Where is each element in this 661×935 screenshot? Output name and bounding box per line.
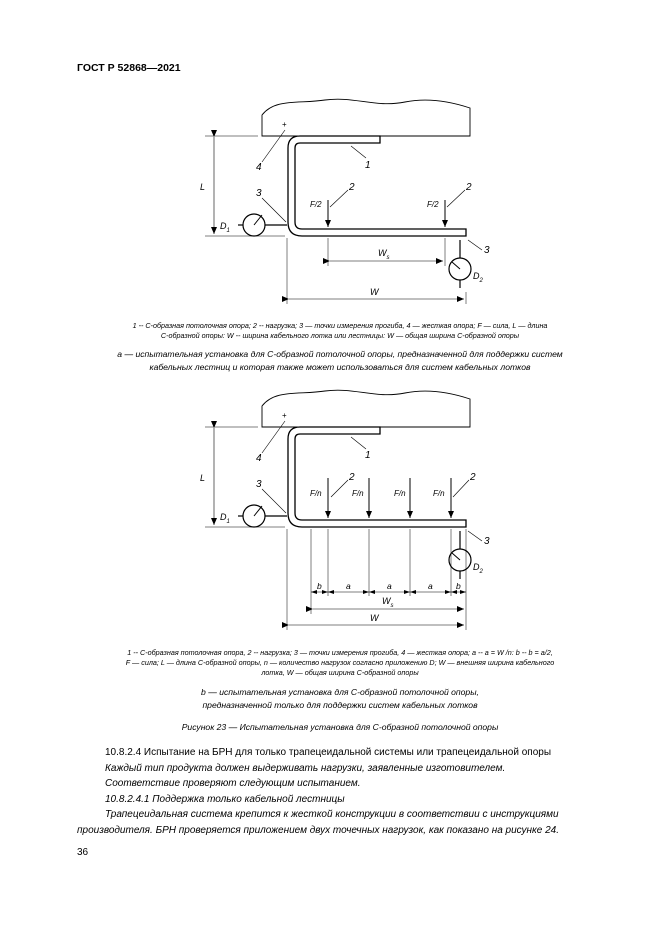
legend-a: 1 -- С-образная потолочная опора; 2 -- н… [132, 321, 548, 340]
label-F2-left: F/2 [310, 200, 322, 209]
label-D1-a: D1 [220, 221, 230, 234]
svg-text:+: + [282, 411, 287, 420]
requirement-text: Каждый тип продукта должен выдерживать н… [105, 762, 506, 774]
callout-2-right-a: 2 [465, 182, 472, 193]
procedure-text-line2: производителя. БРН проверяется приложени… [77, 824, 560, 836]
label-Ws-b: Ws [382, 596, 394, 609]
callout-2-right-b: 2 [469, 472, 476, 483]
label-Fn-1: F/n [310, 489, 322, 498]
callout-2-left-a: 2 [348, 182, 355, 193]
caption-a: a — испытательная установка для С-образн… [117, 349, 563, 372]
dim-b-left: b [317, 581, 322, 591]
callout-3-left-b: 3 [256, 479, 262, 490]
dim-a-3: a [428, 581, 433, 591]
c-support-a [287, 135, 467, 237]
clause-heading-10-8-2-4: 10.8.2.4 Испытание на БРН для только тра… [105, 747, 552, 758]
label-Fn-3: F/n [394, 489, 406, 498]
caption-b: b — испытательная установка для С-образн… [201, 687, 479, 710]
document-code: ГОСТ Р 52868—2021 [77, 62, 181, 74]
callout-3-right-b: 3 [484, 536, 490, 547]
body-text: 10.8.2.4 Испытание на БРН для только тра… [77, 745, 617, 838]
callout-1-a: 1 [365, 160, 371, 171]
procedure-text-line1: Трапецеидальная система крепится к жестк… [105, 809, 559, 820]
legend-b: 1 -- С-образная потолочная опора, 2 -- н… [125, 648, 555, 677]
figure-b-diagram: L D1 D2 F/n F/n F/n F/n 2 2 1 4 + 3 3 b … [200, 389, 490, 630]
label-L-b: L [200, 473, 205, 483]
dim-a-1: a [346, 581, 351, 591]
label-D2-b: D2 [473, 562, 484, 575]
c-support-b [287, 426, 467, 528]
rigid-support-b [261, 389, 471, 428]
label-L-a: L [200, 182, 205, 192]
callout-1-b: 1 [365, 450, 371, 461]
figure-caption: Рисунок 23 — Испытательная установка для… [181, 722, 499, 732]
callout-2-left-b: 2 [348, 472, 355, 483]
callout-4-a: 4 [256, 162, 262, 173]
figure-a-diagram: L D1 D2 F/2 F/2 2 2 1 4 + 3 3 Ws W [200, 98, 490, 304]
dim-b-right: b [456, 581, 461, 591]
label-F2-right: F/2 [427, 200, 439, 209]
label-Fn-2: F/n [352, 489, 364, 498]
label-W-b: W [370, 613, 380, 623]
dim-a-2: a [387, 581, 392, 591]
label-W-a: W [370, 287, 380, 297]
callout-4-b: 4 [256, 453, 262, 464]
label-D2-a: D2 [473, 271, 484, 284]
callout-3-left-a: 3 [256, 188, 262, 199]
rigid-support-a [261, 98, 471, 137]
label-D1-b: D1 [220, 512, 230, 525]
compliance-text: Соответствие проверяют следующим испытан… [105, 778, 361, 789]
clause-heading-10-8-2-4-1: 10.8.2.4.1 Поддержка только кабельной ле… [105, 793, 345, 805]
label-Ws-a: Ws [378, 248, 390, 261]
svg-text:+: + [282, 120, 287, 129]
page-number: 36 [77, 847, 89, 858]
callout-3-right-a: 3 [484, 245, 490, 256]
label-Fn-4: F/n [433, 489, 445, 498]
